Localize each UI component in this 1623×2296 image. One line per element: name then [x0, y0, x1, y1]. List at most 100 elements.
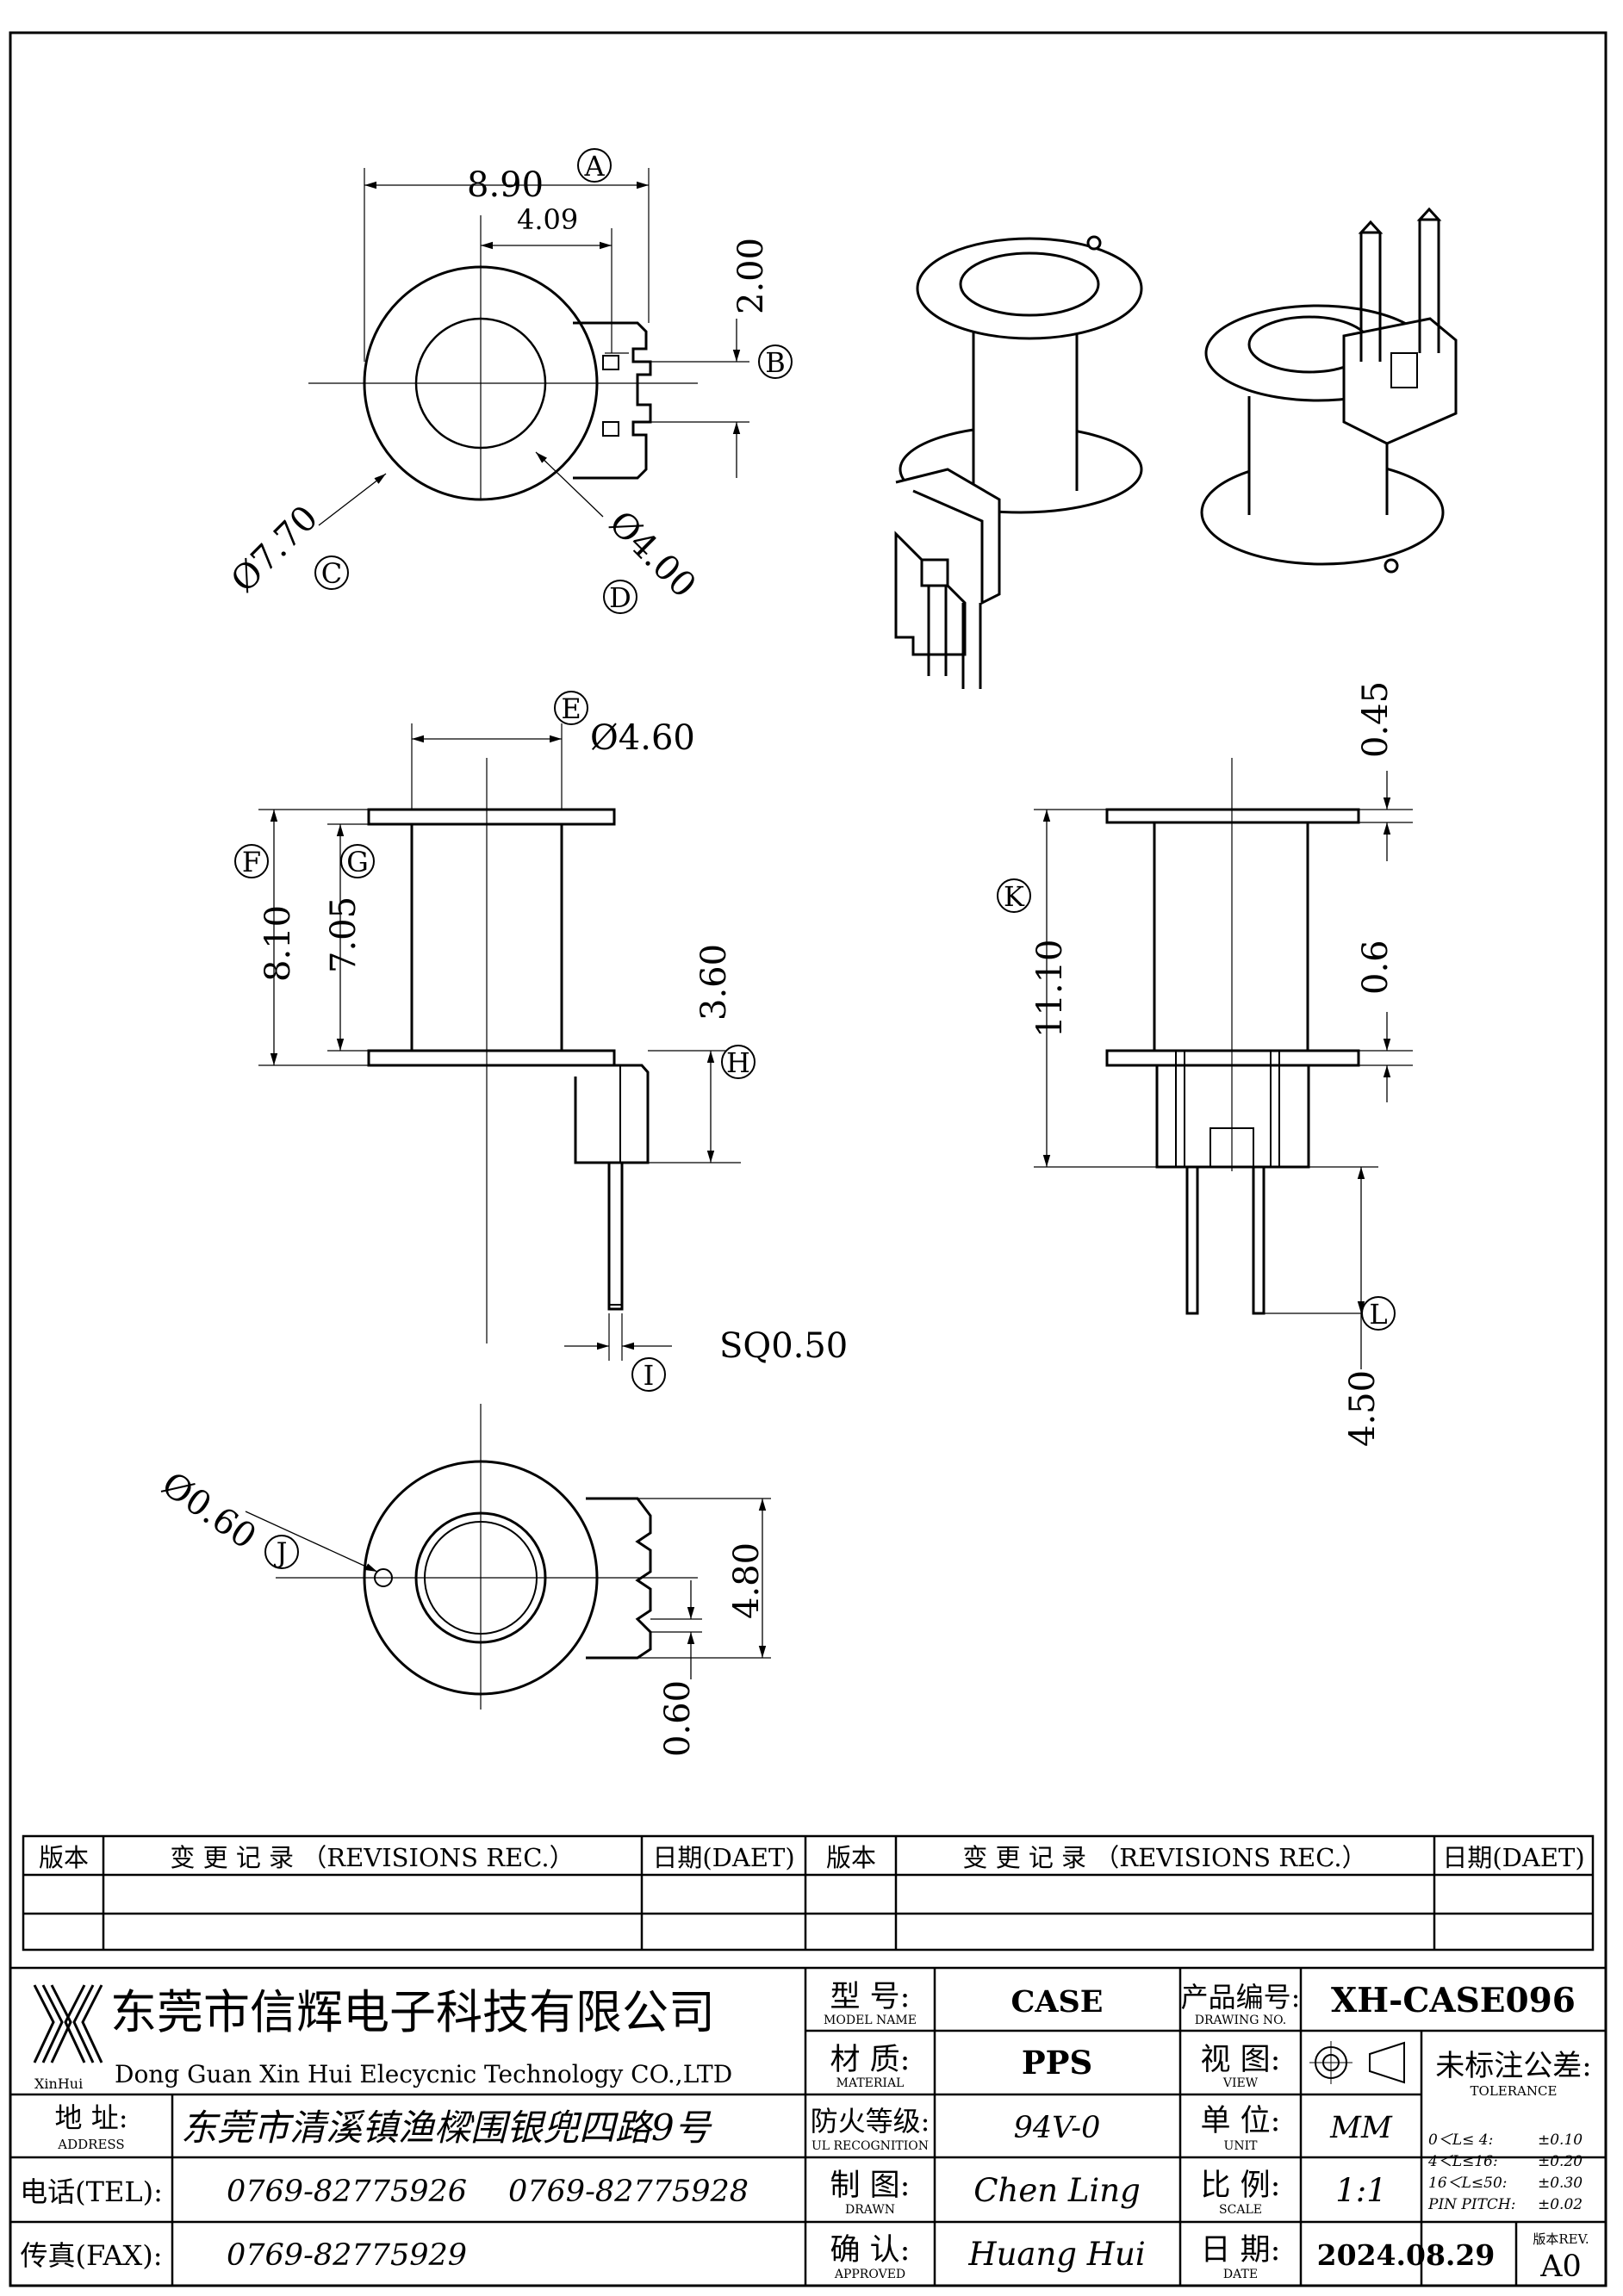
dim-bottom-hole: Ø0.60	[154, 1465, 263, 1558]
rev-col-record-1: 变 更 记 录 （REVISIONS REC.）	[170, 1843, 574, 1872]
dim-top-width: 8.90	[467, 165, 544, 205]
dim-front-total: 11.10	[1030, 939, 1070, 1038]
tol-3-range: 16＜L≤50:	[1428, 2175, 1508, 2192]
dim-side-height: 8.10	[258, 905, 298, 982]
side-view	[258, 723, 741, 1361]
svg-text:C: C	[321, 557, 342, 590]
rev-value: A0	[1539, 2249, 1582, 2284]
dim-top-inner: 4.09	[517, 203, 578, 236]
svg-text:G: G	[346, 846, 369, 878]
tel-2: 0769-82775928	[508, 2175, 749, 2209]
scale-value: 1:1	[1335, 2172, 1387, 2209]
model-label: 型 号:	[830, 1980, 911, 2014]
svg-text:E: E	[561, 692, 581, 725]
tolerance-label: 未标注公差:	[1435, 2049, 1591, 2083]
approved-label-en: APPROVED	[834, 2268, 905, 2281]
callout-a: A	[577, 148, 612, 183]
dim-top-height: 2.00	[731, 238, 771, 314]
tol-4-range: PIN PITCH:	[1427, 2196, 1516, 2213]
tel-1: 0769-82775926	[227, 2175, 467, 2209]
unit-label: 单 位:	[1201, 2104, 1281, 2138]
drawing-no-value: XH-CASE096	[1331, 1981, 1576, 2020]
tol-2-value: ±0.20	[1538, 2153, 1583, 2170]
dim-front-flange: 0.45	[1356, 681, 1396, 758]
company-logo	[33, 1984, 103, 2063]
svg-text:D: D	[609, 581, 631, 614]
fire-label: 防火等级:	[811, 2105, 930, 2138]
date-value: 2024.08.29	[1317, 2238, 1496, 2272]
svg-text:L: L	[1369, 1298, 1387, 1331]
tel-label: 电话(TEL):	[20, 2175, 163, 2208]
tol-1-value: ±0.10	[1538, 2132, 1583, 2149]
svg-text:F: F	[242, 846, 261, 878]
dim-bottom-slot: 0.60	[658, 1680, 698, 1757]
rev-col-record-2: 变 更 记 录 （REVISIONS REC.）	[962, 1843, 1366, 1872]
callout-j: J	[264, 1535, 299, 1569]
drawing-no-label-en: DRAWING NO.	[1195, 2014, 1286, 2027]
address-label: 地 址:	[55, 2101, 128, 2134]
rev-col-date-2: 日期(DAET)	[1442, 1843, 1584, 1872]
callout-k: K	[997, 878, 1031, 913]
fire-label-en: UL RECOGNITION	[812, 2139, 929, 2153]
callout-c: C	[314, 555, 349, 590]
approved-label: 确 认:	[830, 2233, 911, 2268]
model-label-en: MODEL NAME	[824, 2014, 917, 2027]
dim-side-body: 7.05	[324, 897, 364, 973]
dim-bottom-height: 4.80	[727, 1542, 767, 1619]
callout-h: H	[721, 1045, 756, 1079]
material-label: 材 质:	[830, 2043, 911, 2077]
material-label-en: MATERIAL	[836, 2076, 905, 2090]
callout-b: B	[758, 344, 793, 379]
drawn-label-en: DRAWN	[845, 2203, 895, 2217]
scale-label: 比 例:	[1201, 2169, 1281, 2203]
unit-value: MM	[1329, 2111, 1393, 2145]
view-label-en: VIEW	[1222, 2076, 1259, 2090]
approved-value: Huang Hui	[967, 2236, 1145, 2273]
drawing-no-label: 产品编号:	[1181, 1981, 1301, 2014]
top-view	[308, 168, 749, 526]
svg-text:K: K	[1004, 880, 1025, 913]
company-name-en: Dong Guan Xin Hui Elecycnic Technology C…	[115, 2060, 732, 2088]
svg-text:B: B	[765, 346, 786, 379]
company-name-cn: 东莞市信辉电子科技有限公司	[110, 1985, 715, 2039]
title-block	[9, 1966, 1607, 2287]
fax-value: 0769-82775929	[227, 2238, 467, 2273]
top-view-pin-block	[573, 321, 652, 480]
isometric-view-right	[1200, 207, 1458, 574]
scale-label-en: SCALE	[1219, 2203, 1262, 2217]
date-label: 日 期:	[1201, 2233, 1281, 2268]
tol-3-value: ±0.30	[1538, 2175, 1583, 2192]
tolerance-label-en: TOLERANCE	[1471, 2083, 1558, 2099]
dim-side-dia: Ø4.60	[590, 718, 695, 758]
callout-f: F	[234, 844, 269, 878]
date-label-en: DATE	[1223, 2268, 1258, 2281]
svg-text:A: A	[583, 150, 605, 183]
dim-front-pin: 4.50	[1343, 1370, 1383, 1447]
logo-text: XinHui	[34, 2076, 83, 2092]
dim-top-outer-dia: Ø7.70	[224, 498, 326, 600]
svg-text:I: I	[644, 1359, 655, 1392]
drawn-label: 制 图:	[830, 2169, 911, 2203]
tol-2-range: 4＜L≤16:	[1427, 2153, 1498, 2170]
rev-label: 版本REV.	[1533, 2231, 1589, 2247]
callout-l: L	[1361, 1296, 1396, 1331]
address-label-en: ADDRESS	[57, 2137, 124, 2152]
rev-col-ver-1: 版本	[39, 1843, 89, 1872]
tol-4-value: ±0.02	[1538, 2196, 1583, 2213]
dim-side-pin-base: 3.60	[694, 944, 734, 1021]
projection-symbol-icon	[1309, 2041, 1405, 2084]
fire-value: 94V-0	[1014, 2111, 1101, 2145]
material-value: PPS	[1022, 2044, 1092, 2082]
dim-side-pin: SQ0.50	[719, 1326, 848, 1366]
rev-col-date-1: 日期(DAET)	[652, 1843, 794, 1872]
callout-e: E	[554, 691, 588, 725]
svg-text:H: H	[726, 1046, 750, 1079]
fax-label: 传真(FAX):	[20, 2239, 162, 2272]
model-value: CASE	[1011, 1984, 1104, 2020]
callout-i: I	[631, 1357, 666, 1392]
svg-text:J: J	[274, 1536, 288, 1569]
drawn-value: Chen Ling	[973, 2172, 1141, 2209]
top-view-pin-square-2	[602, 421, 619, 437]
address-value: 东莞市清溪镇渔樑围银兜四路9号	[181, 2107, 712, 2149]
